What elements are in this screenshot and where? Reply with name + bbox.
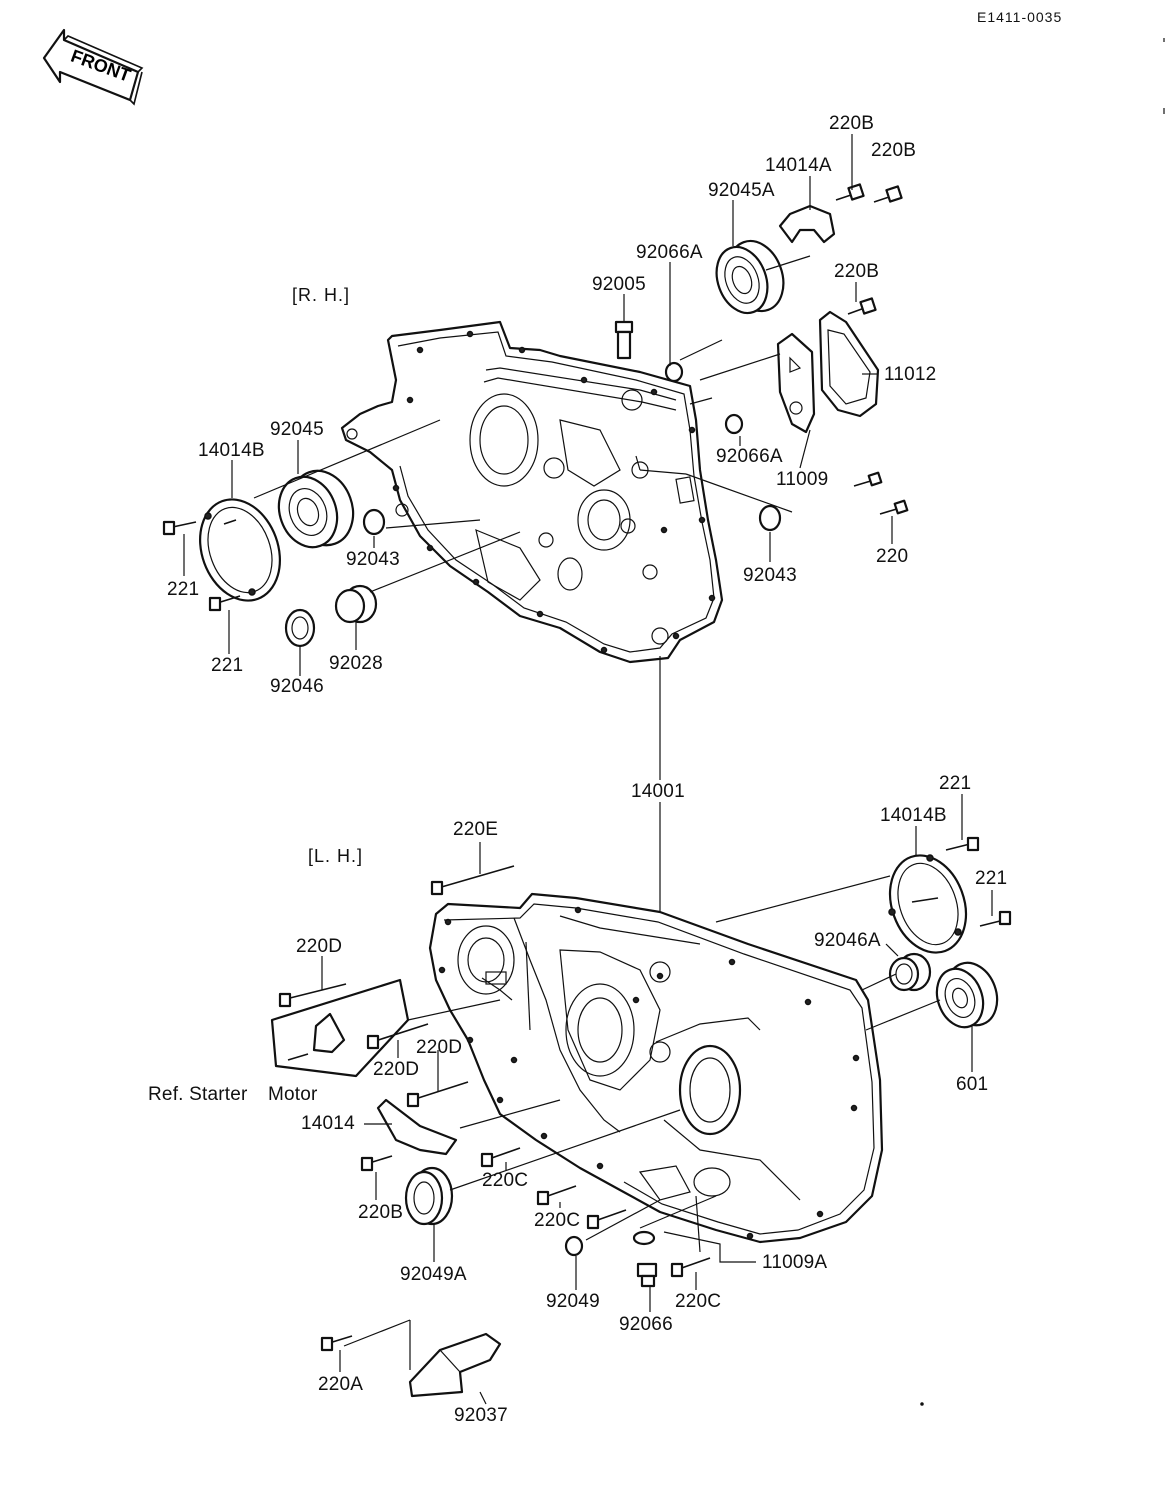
part-label-92028: 92028	[329, 653, 383, 674]
seal-92049A-icon	[404, 1166, 454, 1226]
gasket-11009-icon	[776, 332, 816, 434]
part-label-220C: 220C	[534, 1210, 581, 1231]
part-label-11009A: 11009A	[762, 1252, 828, 1273]
rh-leader-lines	[183, 134, 893, 912]
part-label-14014A: 14014A	[765, 155, 832, 176]
part-label-220D: 220D	[373, 1059, 420, 1080]
part-label-92045: 92045	[270, 419, 324, 440]
part-label-221: 221	[167, 579, 200, 600]
bearing-601-icon	[935, 961, 999, 1029]
part-label-92046: 92046	[270, 676, 324, 697]
bolt-221-icon	[162, 520, 241, 612]
part-label-14001: 14001	[631, 781, 685, 802]
bolt-220E-icon	[430, 865, 515, 896]
bolt-220B-icon	[835, 183, 903, 315]
part-label-92049A: 92049A	[400, 1264, 467, 1285]
part-label-92046A: 92046A	[814, 930, 881, 951]
part-label-220C: 220C	[482, 1170, 529, 1191]
part-label-92043: 92043	[743, 565, 797, 586]
bearing-92045A-icon	[715, 239, 785, 315]
bracket-92037-icon	[408, 1332, 502, 1398]
part-label-92037: 92037	[454, 1405, 508, 1426]
part-label-220B: 220B	[358, 1202, 404, 1223]
bearing-92045-icon	[277, 469, 355, 549]
part-label-220A: 220A	[318, 1374, 364, 1395]
bolt-221-lh-icon	[945, 836, 1012, 927]
ref-starter-label: Ref. Starter	[148, 1084, 248, 1105]
part-label-92045A: 92045A	[708, 180, 775, 201]
part-label-14014B: 14014B	[880, 805, 947, 826]
cap-14014B-lh-icon	[888, 854, 968, 954]
part-label-221: 221	[211, 655, 244, 676]
front-arrow-icon: FRONT	[42, 28, 144, 106]
part-label-14014: 14014	[301, 1113, 355, 1134]
part-label-220: 220	[876, 546, 909, 567]
part-label-92066A: 92066A	[716, 446, 783, 467]
part-label-220B: 220B	[871, 140, 917, 161]
bolts-220D-icon	[278, 983, 469, 1108]
part-label-92049: 92049	[546, 1291, 600, 1312]
diagram-code: E1411-0035	[977, 9, 1063, 25]
part-label-601: 601	[956, 1074, 989, 1095]
bearing-92046A-icon	[888, 952, 932, 992]
part-label-220C: 220C	[675, 1291, 722, 1312]
part-label-220D: 220D	[416, 1037, 463, 1058]
seal-92066A-icon	[664, 361, 744, 435]
lh-leader-lines	[321, 794, 993, 1405]
part-label-11009: 11009	[776, 469, 829, 490]
part-label-92066A: 92066A	[636, 242, 703, 263]
part-label-220D: 220D	[296, 936, 343, 957]
cover-11012-icon	[818, 310, 880, 418]
part-label-92005: 92005	[592, 274, 646, 295]
part-label-220B: 220B	[834, 261, 880, 282]
bracket-14014A-icon	[778, 204, 836, 244]
ref-motor-label: Motor	[268, 1084, 318, 1105]
plug-92066-icon	[636, 1262, 658, 1288]
lh-crankcase	[428, 892, 884, 1244]
part-label-92066: 92066	[619, 1314, 673, 1335]
bolt-92005-icon	[614, 320, 634, 360]
part-label-220E: 220E	[453, 819, 499, 840]
starter-plate-icon	[270, 978, 410, 1078]
bolts-220BC-icon	[360, 1147, 711, 1278]
part-label-92043: 92043	[346, 549, 400, 570]
bracket-14014-icon	[376, 1098, 458, 1156]
washer-92049-icon	[564, 1230, 656, 1257]
part-label-14014B: 14014B	[198, 440, 265, 461]
cap-14014B-icon	[199, 498, 281, 602]
dowel-92043-icon	[362, 504, 782, 536]
rh-crankcase	[340, 320, 724, 664]
part-label-221: 221	[939, 773, 972, 794]
part-label-11012: 11012	[884, 364, 937, 385]
bolt-220A-icon	[320, 1335, 353, 1352]
bolt-220-icon	[853, 471, 909, 515]
collar-92028-icon	[334, 584, 378, 624]
part-label-221: 221	[975, 868, 1008, 889]
part-label-220B: 220B	[829, 113, 875, 134]
section-label-lh: [L. H.]	[308, 846, 364, 866]
bearing-92046-icon	[284, 608, 316, 648]
section-label-rh: [R. H.]	[292, 285, 351, 305]
